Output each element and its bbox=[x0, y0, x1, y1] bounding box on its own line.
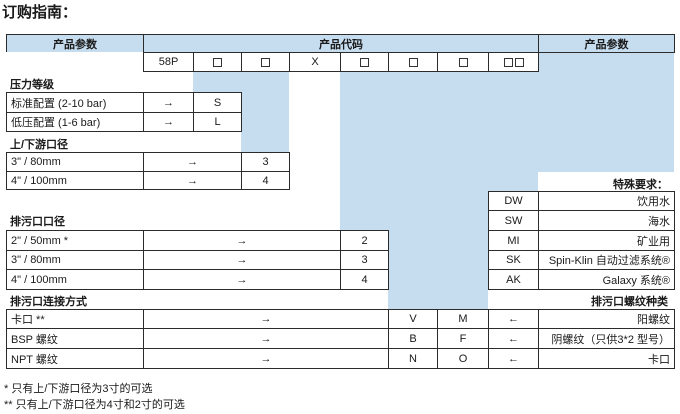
special-row-5-code: AK bbox=[488, 269, 539, 290]
code-row-spacer bbox=[6, 52, 144, 72]
special-slot-box-icon-1 bbox=[503, 57, 513, 67]
connection-row-1-label: 卡口 ** bbox=[6, 309, 144, 329]
pressure-row-2-code: L bbox=[193, 112, 242, 132]
header-product-param-right: 产品参数 bbox=[538, 34, 675, 53]
pressure-section-label: 压力等级 bbox=[10, 79, 54, 91]
special-row-3-code: MI bbox=[488, 230, 539, 251]
drain-row-1-label: 2" / 50mm * bbox=[6, 230, 144, 251]
connection-row-2-code: B bbox=[388, 328, 438, 349]
special-row-4-code: SK bbox=[488, 250, 539, 270]
code-drain-slot bbox=[340, 52, 389, 72]
pressure-slot-box-icon bbox=[213, 57, 222, 67]
thread-section-label: 排污口螺纹种类 bbox=[591, 296, 668, 308]
pressure-row-1-label: 标准配置 (2-10 bar) bbox=[6, 92, 144, 113]
code-thread-slot bbox=[437, 52, 489, 72]
drain-section-label: 排污口口径 bbox=[10, 216, 65, 228]
thread-row-2-arrow: ← bbox=[488, 328, 539, 349]
code-pressure-slot bbox=[193, 52, 242, 72]
inlet-row-1-code: 3 bbox=[241, 152, 290, 172]
special-row-2-label: 海水 bbox=[538, 210, 675, 231]
drain-row-3-code: 4 bbox=[340, 269, 389, 290]
special-row-5-label: Galaxy 系统® bbox=[538, 269, 675, 290]
special-section-label: 特殊要求： bbox=[613, 179, 668, 191]
connection-row-2-arrow: → bbox=[143, 328, 389, 349]
thread-row-3-label: 卡口 bbox=[538, 348, 675, 369]
bg-right-panel bbox=[538, 52, 674, 172]
inlet-row-1-label: 3" / 80mm bbox=[6, 152, 144, 172]
drain-row-3-arrow: → bbox=[143, 269, 341, 290]
drain-slot-box-icon bbox=[360, 57, 369, 67]
special-slot-box-icon-2 bbox=[514, 57, 524, 67]
drain-row-2-label: 3" / 80mm bbox=[6, 250, 144, 270]
code-special-slot bbox=[488, 52, 539, 72]
pressure-row-1-code: S bbox=[193, 92, 242, 113]
special-row-4-label: Spin-Klin 自动过滤系统® bbox=[538, 250, 675, 270]
connection-slot-box-icon bbox=[408, 57, 418, 67]
header-product-param-left: 产品参数 bbox=[6, 34, 144, 53]
inlet-row-1-arrow: → bbox=[143, 152, 242, 172]
inlet-section-label: 上/下游口径 bbox=[10, 139, 69, 151]
special-row-2-code: SW bbox=[488, 210, 539, 231]
inlet-slot-box-icon bbox=[261, 57, 270, 67]
connection-row-1-arrow: → bbox=[143, 309, 389, 329]
connection-row-3-label: NPT 螺纹 bbox=[6, 348, 144, 369]
footnote-2: ** 只有上/下游口径为4寸和2寸的可选 bbox=[4, 399, 185, 411]
special-row-3-label: 矿业用 bbox=[538, 230, 675, 251]
code-prefix: 58P bbox=[143, 52, 194, 72]
drain-row-2-code: 3 bbox=[340, 250, 389, 270]
inlet-row-2-code: 4 bbox=[241, 171, 290, 190]
thread-row-2-label: 阴螺纹（只供3*2 型号） bbox=[538, 328, 675, 349]
drain-row-3-label: 4" / 100mm bbox=[6, 269, 144, 290]
code-connection-slot bbox=[388, 52, 438, 72]
inlet-row-2-arrow: → bbox=[143, 171, 242, 190]
special-row-1-code: DW bbox=[488, 191, 539, 211]
pressure-row-2-label: 低压配置 (1-6 bar) bbox=[6, 112, 144, 132]
thread-row-1-code: M bbox=[437, 309, 489, 329]
thread-row-3-arrow: ← bbox=[488, 348, 539, 369]
pressure-row-2-arrow: → bbox=[143, 112, 194, 132]
code-fixed-x: X bbox=[289, 52, 341, 72]
thread-row-2-code: F bbox=[437, 328, 489, 349]
connection-section-label: 排污口连接方式 bbox=[10, 296, 87, 308]
code-inlet-slot bbox=[241, 52, 290, 72]
thread-row-3-code: O bbox=[437, 348, 489, 369]
pressure-row-1-arrow: → bbox=[143, 92, 194, 113]
drain-row-1-code: 2 bbox=[340, 230, 389, 251]
footnote-1: * 只有上/下游口径为3寸的可选 bbox=[4, 383, 153, 395]
connection-row-3-code: N bbox=[388, 348, 438, 369]
connection-row-1-code: V bbox=[388, 309, 438, 329]
connection-row-2-label: BSP 螺纹 bbox=[6, 328, 144, 349]
thread-row-1-label: 阳螺纹 bbox=[538, 309, 675, 329]
special-row-1-label: 饮用水 bbox=[538, 191, 675, 211]
connection-row-3-arrow: → bbox=[143, 348, 389, 369]
thread-row-1-arrow: ← bbox=[488, 309, 539, 329]
drain-row-2-arrow: → bbox=[143, 250, 341, 270]
thread-slot-box-icon bbox=[458, 57, 468, 67]
page-title: 订购指南： bbox=[2, 4, 78, 21]
drain-row-1-arrow: → bbox=[143, 230, 341, 251]
header-product-code: 产品代码 bbox=[143, 34, 539, 53]
inlet-row-2-label: 4" / 100mm bbox=[6, 171, 144, 190]
